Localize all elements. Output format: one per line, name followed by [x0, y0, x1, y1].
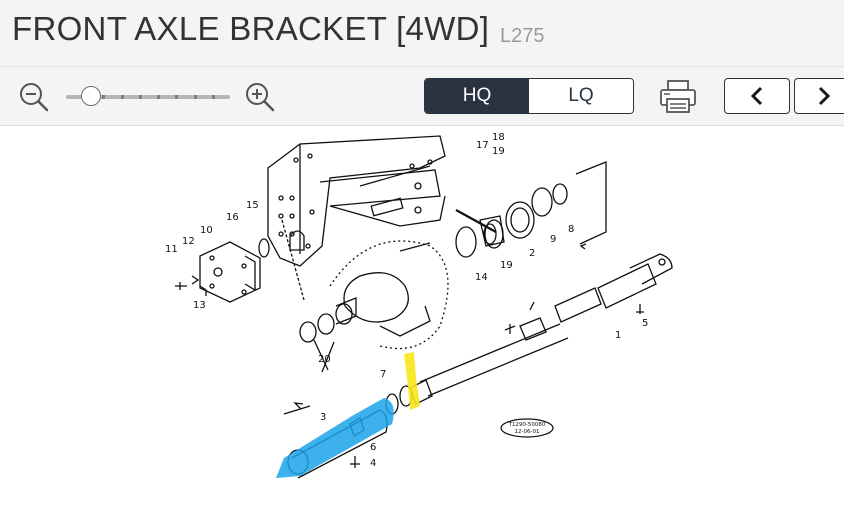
printer-icon [660, 80, 696, 113]
callout-8[interactable]: 8 [568, 224, 574, 235]
quality-toggle: HQ LQ [424, 78, 634, 114]
callout-20[interactable]: 20 [318, 354, 331, 365]
zoom-out-icon [20, 83, 49, 112]
callout-9[interactable]: 9 [550, 234, 556, 245]
hq-button[interactable]: HQ [425, 79, 529, 113]
title-bar: FRONT AXLE BRACKET [4WD] L275 [0, 0, 844, 66]
callout-19[interactable]: 19 [500, 260, 513, 271]
callout-4[interactable]: 4 [370, 458, 376, 469]
zoom-slider-tick [157, 95, 161, 99]
zoom-slider-tick [120, 95, 124, 99]
callout-3[interactable]: 3 [320, 412, 326, 423]
print-button[interactable] [658, 79, 698, 115]
stamp-line-1: T1290-50080 [508, 422, 546, 428]
callout-1[interactable]: 1 [615, 330, 621, 341]
callout-15[interactable]: 15 [246, 200, 259, 211]
callout-2[interactable]: 2 [529, 248, 535, 259]
zoom-slider-thumb[interactable] [80, 86, 101, 106]
callout-16[interactable]: 16 [226, 212, 239, 223]
zoom-out-button[interactable] [18, 81, 50, 113]
page-title: FRONT AXLE BRACKET [4WD] [12, 10, 490, 47]
callout-14[interactable]: 14 [475, 272, 488, 283]
zoom-slider-tick [175, 95, 179, 99]
callout-18[interactable]: 18 [492, 132, 505, 143]
callout-17[interactable]: 17 [476, 140, 489, 151]
callout-12[interactable]: 12 [182, 236, 195, 247]
chevron-left-icon [750, 86, 763, 106]
callout-7[interactable]: 7 [380, 369, 386, 380]
lq-button[interactable]: LQ [529, 79, 633, 113]
previous-page-button[interactable] [724, 78, 790, 114]
callout-10[interactable]: 10 [200, 225, 213, 236]
chevron-right-icon [818, 86, 831, 106]
stamp-line-2: 12-06-01 [515, 429, 540, 435]
zoom-slider-tick [211, 95, 215, 99]
callout-11[interactable]: 11 [165, 244, 178, 255]
zoom-slider-tick [193, 95, 197, 99]
zoom-in-icon [246, 83, 275, 112]
drawing-stamp: T1290-50080 12-06-01 [500, 418, 554, 438]
callout-13[interactable]: 13 [193, 300, 206, 311]
part-code: L275 [500, 25, 545, 47]
zoom-slider-tick [102, 95, 106, 99]
callout-19-top[interactable]: 19 [492, 146, 505, 157]
zoom-slider-tick [138, 95, 142, 99]
parts-diagram[interactable]: 1 2 3 4 5 6 7 8 9 10 11 12 13 14 15 16 1… [0, 126, 844, 520]
callout-6[interactable]: 6 [370, 442, 376, 453]
next-page-button[interactable] [794, 78, 844, 114]
callout-5[interactable]: 5 [642, 318, 648, 329]
zoom-in-button[interactable] [244, 81, 276, 113]
toolbar: HQ LQ [0, 66, 844, 126]
